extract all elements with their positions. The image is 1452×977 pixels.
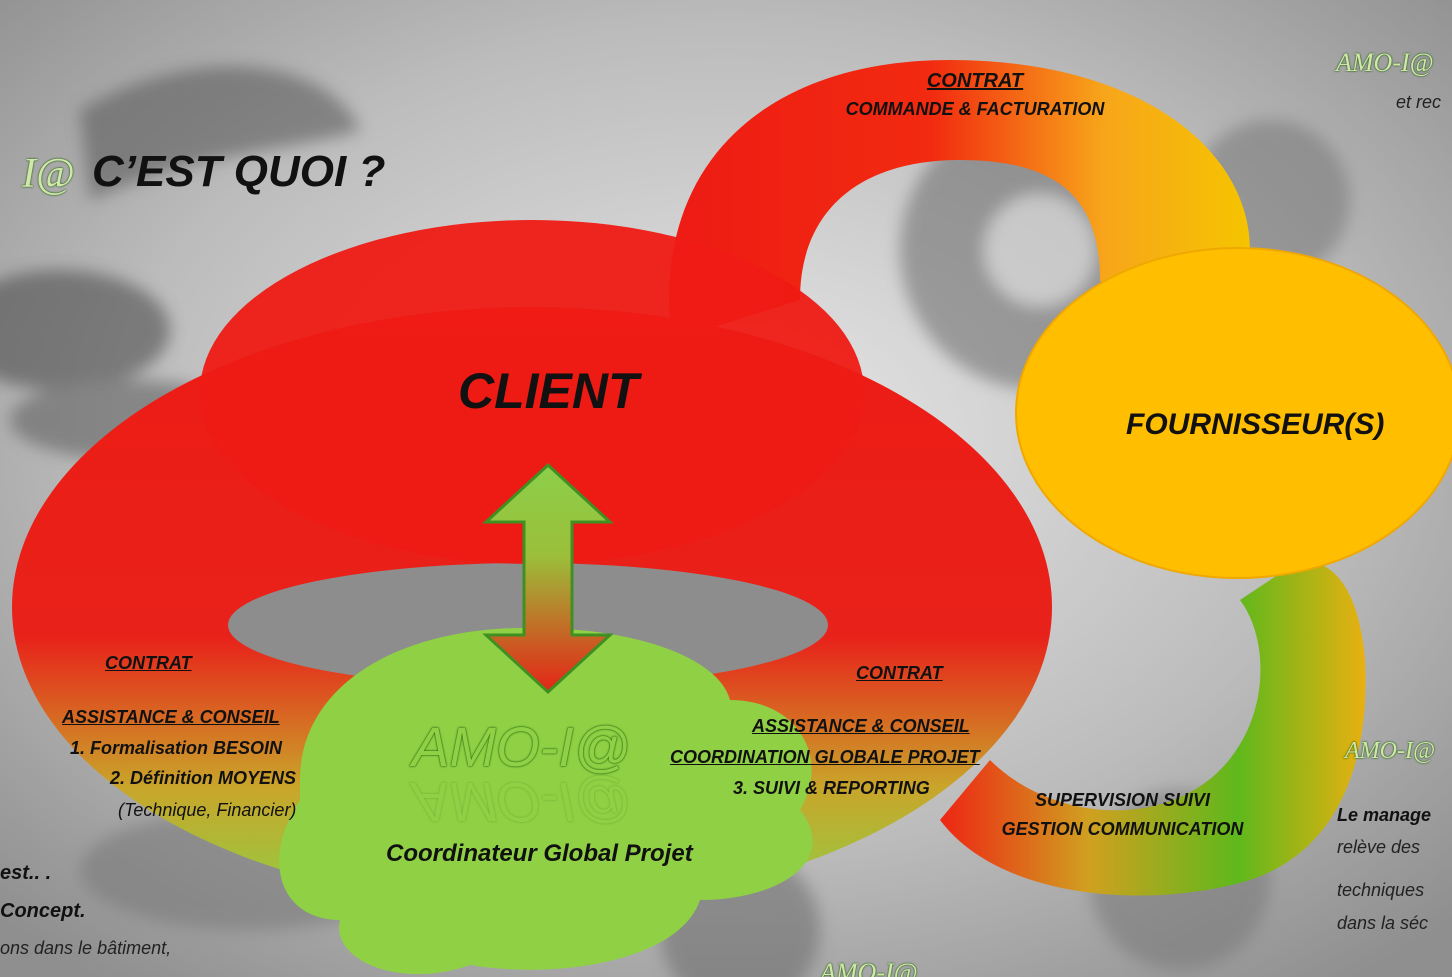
bottom-left-line-2: Concept.: [0, 900, 86, 922]
supervision-line1: SUPERVISION SUIVI: [1034, 790, 1211, 810]
contract-left-title: CONTRAT: [105, 653, 192, 673]
amo-cloud: [279, 627, 813, 975]
fournisseur-label: FOURNISSEUR(S): [1126, 408, 1385, 441]
right-line-2: relève des: [1337, 837, 1421, 857]
contract-top: CONTRAT COMMANDE & FACTURATION: [810, 70, 1140, 120]
fournisseur-outline: [1015, 247, 1452, 579]
supervision-label: SUPERVISION SUIVI GESTION COMMUNICATION: [980, 790, 1265, 840]
amo-logo: AMO-I@: [412, 715, 631, 778]
heading-title: C’EST QUOI ?: [92, 147, 386, 196]
contract-right-heading: ASSISTANCE & CONSEIL: [752, 716, 970, 736]
ring-top: [669, 60, 1250, 370]
contract-right-item3: 3. SUIVI & REPORTING: [733, 778, 930, 798]
contract-left-note: (Technique, Financier): [118, 800, 297, 820]
contract-right-heading2: COORDINATION GLOBALE PROJET: [670, 747, 980, 767]
right-line-3: techniques: [1337, 880, 1425, 900]
right-brand: AMO-I@: [1345, 738, 1436, 764]
bottom-center-brand: AMO-I@: [820, 958, 918, 977]
amo-logo-reflection: AMO-I@: [412, 771, 631, 834]
bidirectional-arrow: [482, 462, 614, 695]
contract-left-heading: ASSISTANCE & CONSEIL: [62, 707, 280, 727]
ring-bottom-right: [940, 560, 1366, 896]
right-line-4: dans la séc: [1337, 913, 1429, 933]
contract-top-title: CONTRAT: [926, 70, 1024, 92]
right-line-1: Le manage: [1337, 805, 1432, 825]
contract-left-item1: 1. Formalisation BESOIN: [70, 738, 283, 758]
fournisseur-shape: [1016, 248, 1452, 578]
contract-left-item2: 2. Définition MOYENS: [110, 768, 297, 788]
supervision-line2: GESTION COMMUNICATION: [1001, 819, 1244, 839]
top-right-brand: AMO-I@: [1336, 48, 1434, 77]
heading-brand: I@: [22, 151, 75, 197]
client-shape: [200, 220, 864, 564]
contract-right-title: CONTRAT: [856, 663, 943, 683]
bottom-left-line-1: est.. .: [0, 862, 52, 884]
bottom-left-line-3: ons dans le bâtiment,: [0, 938, 172, 958]
amo-subtitle: Coordinateur Global Projet: [386, 840, 693, 867]
client-label: CLIENT: [458, 363, 639, 419]
top-right-tagline: et rec: [1396, 92, 1442, 112]
contract-top-subtitle: COMMANDE & FACTURATION: [845, 99, 1105, 119]
